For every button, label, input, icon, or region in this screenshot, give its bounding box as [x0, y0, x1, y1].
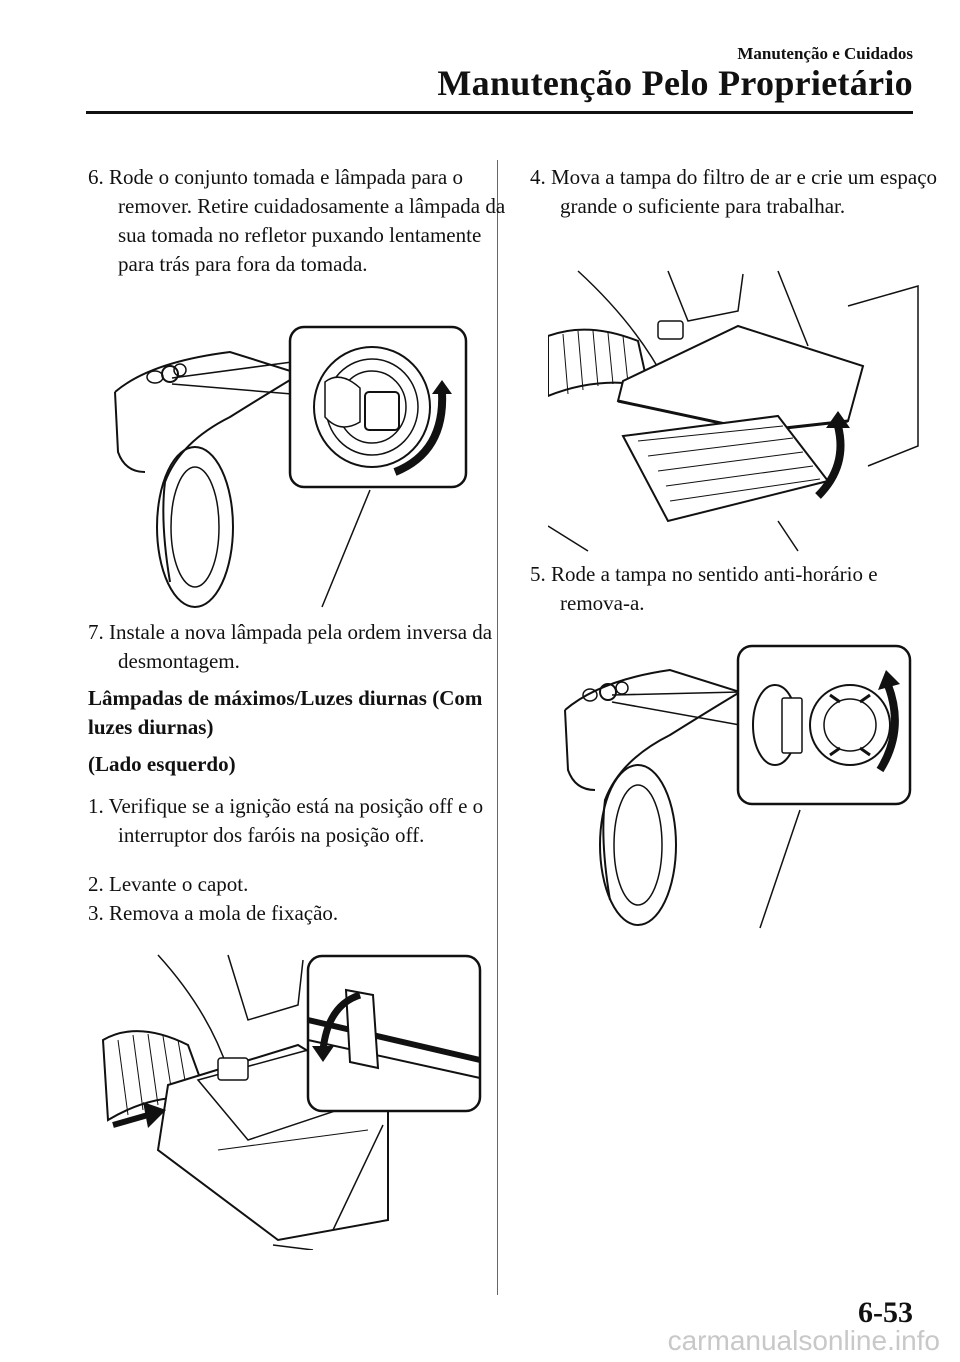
header-divider	[86, 111, 913, 114]
step-4: 4. Mova a tampa do filtro de ar e crie u…	[530, 163, 950, 221]
step-number: 2.	[88, 872, 104, 896]
page-title: Manutenção Pelo Proprietário	[437, 63, 913, 103]
section-heading: Lâmpadas de máximos/Luzes diurnas (Com l…	[88, 686, 483, 739]
step-number: 4.	[530, 165, 546, 189]
step-3: 3. Remova a mola de fixação.	[88, 899, 508, 928]
step-text: Instale a nova lâmpada pela ordem invers…	[109, 620, 493, 673]
step-text: Levante o capot.	[109, 872, 249, 896]
step-text: Verifique se a ignição está na posição o…	[108, 794, 484, 847]
step-2: 2. Levante o capot.	[88, 870, 508, 899]
column-divider	[497, 160, 498, 1295]
figure-filter-cover	[548, 266, 920, 554]
subsection-heading: (Lado esquerdo)	[88, 752, 236, 776]
step-5: 5. Rode a tampa no sentido anti-horário …	[530, 560, 950, 618]
step-text: Rode o conjunto tomada e lâmpada para o …	[109, 165, 506, 276]
figure-bulb-removal	[110, 322, 472, 612]
step-6: 6. Rode o conjunto tomada e lâmpada para…	[88, 163, 508, 279]
step-number: 5.	[530, 562, 546, 586]
section-label: Manutenção e Cuidados	[737, 44, 913, 63]
figure-clip-removal	[98, 950, 482, 1250]
step-number: 1.	[88, 794, 104, 818]
step-number: 6.	[88, 165, 104, 189]
step-text: Mova a tampa do filtro de ar e crie um e…	[551, 165, 938, 218]
page-number: 6-53	[858, 1296, 913, 1329]
step-number: 7.	[88, 620, 104, 644]
figure-cap-removal	[560, 640, 914, 930]
watermark: carmanualsonline.info	[667, 1325, 940, 1356]
step-7: 7. Instale a nova lâmpada pela ordem inv…	[88, 618, 508, 676]
step-text: Rode a tampa no sentido anti-horário e r…	[551, 562, 878, 615]
step-text: Remova a mola de fixação.	[109, 901, 339, 925]
step-number: 3.	[88, 901, 104, 925]
step-1: 1. Verifique se a ignição está na posiçã…	[88, 792, 508, 850]
